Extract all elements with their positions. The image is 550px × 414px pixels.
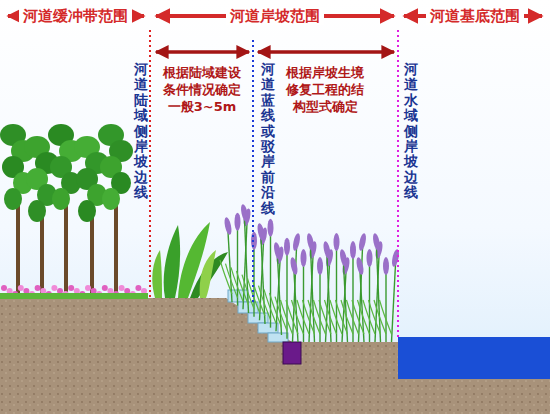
reed-stem — [352, 256, 353, 342]
reed-leaf — [308, 300, 320, 334]
land-edge-line — [149, 30, 151, 300]
flower — [68, 285, 74, 291]
reeds — [220, 204, 400, 342]
water-edge-line — [397, 30, 399, 340]
reed-plume — [273, 242, 283, 261]
flowers — [0, 285, 148, 299]
reed-plume — [289, 257, 299, 276]
reed-leaf — [380, 300, 392, 334]
tree-canopy — [78, 200, 96, 222]
reed-stem — [336, 248, 337, 342]
flower — [135, 285, 141, 291]
tree-canopy — [4, 188, 22, 210]
reed-plume — [256, 223, 266, 242]
reed-plume — [334, 233, 340, 251]
reed-plume — [240, 204, 250, 223]
tree-canopy — [52, 188, 70, 210]
reed-plume — [367, 249, 373, 267]
reed-plume — [301, 249, 307, 267]
width-note: 根据陆域建设 条件情况确定 一般3~5m — [160, 64, 244, 115]
flower — [102, 285, 108, 291]
width-arrow — [258, 50, 394, 54]
reed-stem — [270, 234, 271, 328]
reed-stem — [237, 228, 238, 306]
reed-plume — [235, 213, 241, 231]
reed-leaf — [286, 300, 298, 334]
trees — [0, 124, 133, 298]
flower — [85, 285, 91, 291]
boundary-label: 河道蓝线或驳岸前沿线 — [261, 62, 275, 216]
reed-plume — [383, 257, 389, 275]
reed-leaf — [347, 300, 359, 334]
tree-trunk — [64, 200, 68, 298]
range-label: 河道缓冲带范围 — [19, 7, 132, 25]
flower — [35, 285, 41, 291]
reed-leaf — [314, 300, 326, 334]
reed-leaf — [319, 300, 331, 334]
boundary-label: 河道陆域侧岸坡边线 — [134, 62, 148, 201]
tree-canopy — [28, 200, 46, 222]
tree-trunk — [16, 200, 20, 298]
reed-plume — [268, 219, 274, 237]
blue-line — [252, 40, 254, 305]
reed-plume — [339, 249, 349, 268]
tree-canopy — [102, 188, 120, 210]
reed-stem — [286, 253, 287, 339]
width-arrow — [156, 50, 249, 54]
grass — [0, 293, 148, 299]
reed-leaf — [369, 300, 381, 334]
flower — [1, 285, 7, 291]
flower — [119, 285, 125, 291]
reed-plume — [284, 238, 290, 256]
reed-leaf — [281, 300, 293, 334]
reed-plume — [372, 233, 382, 252]
range-label: 河道基底范围 — [426, 7, 524, 25]
reed-plume — [317, 257, 323, 275]
flower — [18, 285, 24, 291]
reed-plume — [292, 233, 302, 252]
boundary-label: 河道水域侧岸坡边线 — [404, 62, 418, 201]
water — [398, 337, 550, 379]
reed-leaf — [325, 300, 337, 334]
reed-leaf — [363, 300, 375, 334]
reed-plume — [322, 241, 332, 260]
ground — [0, 298, 550, 414]
reed-plume — [358, 233, 368, 252]
toe-block — [283, 342, 301, 364]
flower — [51, 285, 57, 291]
reed-leaf — [352, 300, 364, 334]
reed-leaf — [358, 300, 370, 334]
reed-stem — [392, 264, 396, 342]
reed-leaf — [292, 300, 304, 334]
reed-plume — [306, 233, 316, 252]
reed-plume — [350, 241, 356, 259]
reed-plume — [223, 217, 233, 236]
reed-leaf — [374, 300, 386, 334]
reed-leaf — [336, 300, 348, 334]
tree-trunk — [114, 200, 118, 298]
reed-leaf — [297, 300, 309, 334]
reed-leaf — [330, 300, 342, 334]
reed-leaf — [303, 300, 315, 334]
shrubs — [152, 222, 228, 298]
reed-plume — [355, 257, 365, 276]
range-label: 河道岸坡范围 — [226, 7, 324, 25]
reed-leaf — [341, 300, 353, 334]
width-note: 根据岸坡生境 修复工程的结 构型式确定 — [283, 64, 367, 115]
